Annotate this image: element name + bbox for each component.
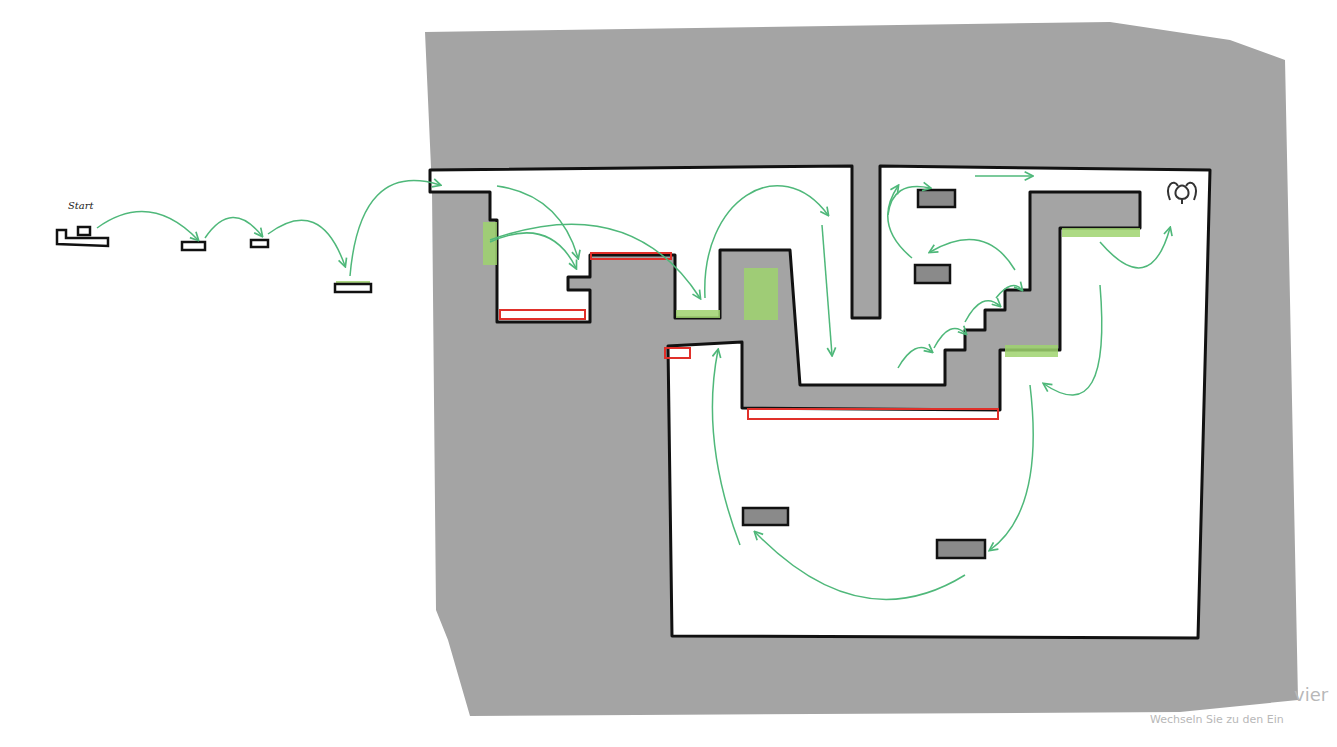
goal-symbol — [1168, 183, 1196, 204]
platforms — [743, 190, 985, 558]
hazards — [500, 253, 998, 419]
movement-arrows — [97, 176, 1170, 599]
watermark-text: vier — [1294, 684, 1328, 705]
start-platforms — [57, 227, 371, 292]
open-air — [430, 166, 1210, 638]
watermark-text: Wechseln Sie zu den Ein — [1150, 713, 1284, 726]
rock-mass — [425, 22, 1298, 716]
green-zones — [336, 222, 1140, 357]
start-label: Start — [68, 200, 94, 211]
